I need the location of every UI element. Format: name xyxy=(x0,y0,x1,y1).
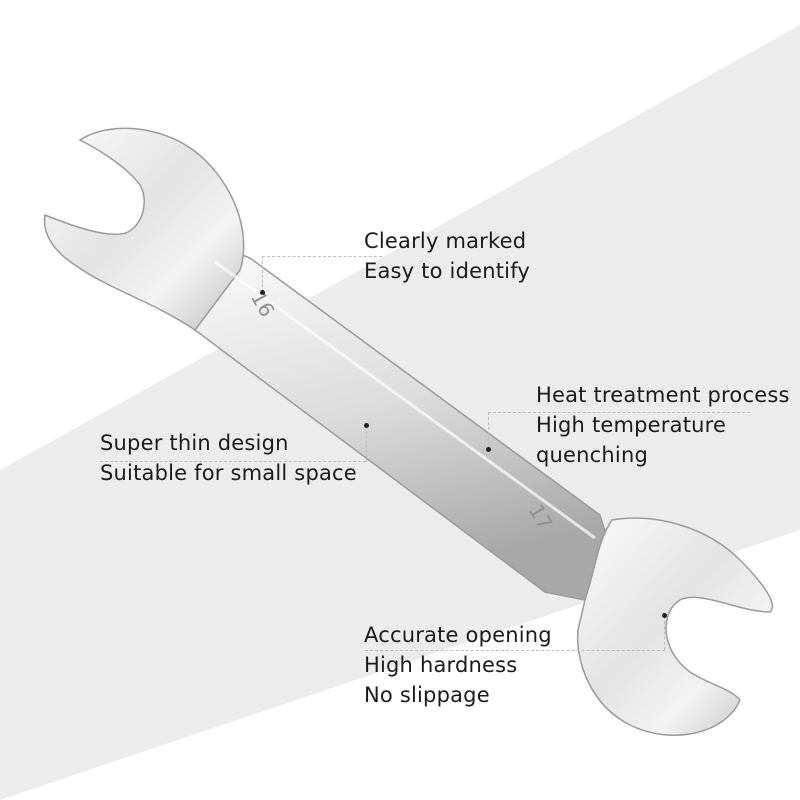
callout-super-thin: Super thin design Suitable for small spa… xyxy=(100,428,357,488)
callout-line: High temperature xyxy=(536,413,727,437)
callout-line: No slippage xyxy=(364,683,490,707)
callout-line: Easy to identify xyxy=(364,259,531,283)
callout-line: Clearly marked xyxy=(364,229,527,253)
wrench-head-small xyxy=(43,127,245,332)
guide-bottom-vertical xyxy=(664,616,665,650)
guide-right-vertical xyxy=(488,412,489,450)
background-band-top xyxy=(0,0,800,470)
guide-right-horizontal xyxy=(488,412,750,413)
callout-line: High hardness xyxy=(364,653,518,677)
callout-line: Heat treatment process xyxy=(536,383,790,407)
marker-dot xyxy=(486,447,491,452)
wrench-head-large xyxy=(576,517,774,736)
guide-top-horizontal xyxy=(262,256,382,257)
guide-bottom-horizontal xyxy=(365,650,665,651)
callout-line: Super thin design xyxy=(100,431,289,455)
callout-line: Accurate opening xyxy=(364,623,552,647)
callout-accurate-opening: Accurate opening High hardness No slippa… xyxy=(364,620,552,710)
marker-dot xyxy=(260,290,265,295)
wrench-shaft-highlight xyxy=(214,260,596,540)
callout-line: Suitable for small space xyxy=(100,461,357,485)
guide-left-vertical xyxy=(366,426,367,462)
marker-dot xyxy=(662,613,667,618)
marker-dot xyxy=(364,423,369,428)
guide-left-horizontal xyxy=(100,461,366,462)
callout-heat-treatment: Heat treatment process High temperature … xyxy=(536,380,790,470)
callout-line: quenching xyxy=(536,443,648,467)
guide-top-vertical xyxy=(262,256,263,292)
callout-clearly-marked: Clearly marked Easy to identify xyxy=(364,226,530,286)
